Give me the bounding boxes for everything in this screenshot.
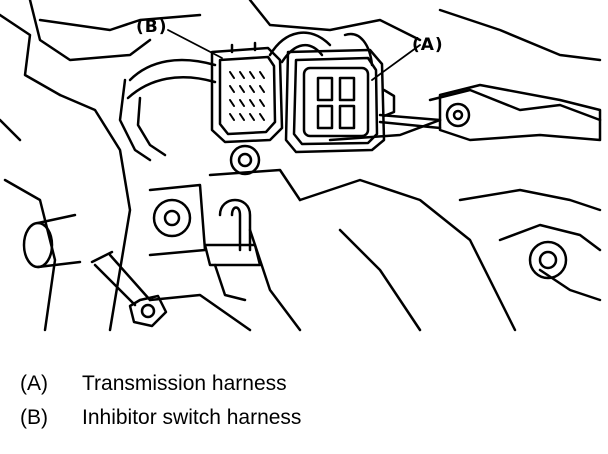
selector-lever bbox=[90, 250, 168, 328]
legend-label-b: Inhibitor switch harness bbox=[82, 406, 302, 429]
harness-illustration: (B) (A) bbox=[0, 0, 602, 332]
callout-a-label: (A) bbox=[412, 35, 444, 55]
legend-item-a: (A) Transmission harness bbox=[20, 372, 301, 406]
connector-bolt bbox=[208, 144, 302, 202]
callout-b-label: (B) bbox=[136, 17, 168, 37]
fitting bbox=[148, 183, 207, 257]
harness-clip bbox=[203, 198, 262, 302]
legend-item-b: (B) Inhibitor switch harness bbox=[20, 406, 301, 440]
transmission-harness-connector bbox=[284, 48, 396, 154]
legend-label-a: Transmission harness bbox=[82, 372, 287, 395]
leader-lines bbox=[167, 29, 421, 81]
wiring-loom bbox=[118, 31, 442, 162]
housing-outline bbox=[0, 0, 602, 332]
housing-boss bbox=[528, 240, 568, 280]
mounting-bracket bbox=[438, 83, 602, 142]
legend: (A) Transmission harness (B) Inhibitor s… bbox=[20, 372, 301, 440]
inhibitor-switch-connector bbox=[210, 41, 284, 144]
tube-end bbox=[22, 213, 82, 269]
legend-key-a: (A) bbox=[20, 372, 48, 395]
legend-key-b: (B) bbox=[20, 406, 48, 429]
